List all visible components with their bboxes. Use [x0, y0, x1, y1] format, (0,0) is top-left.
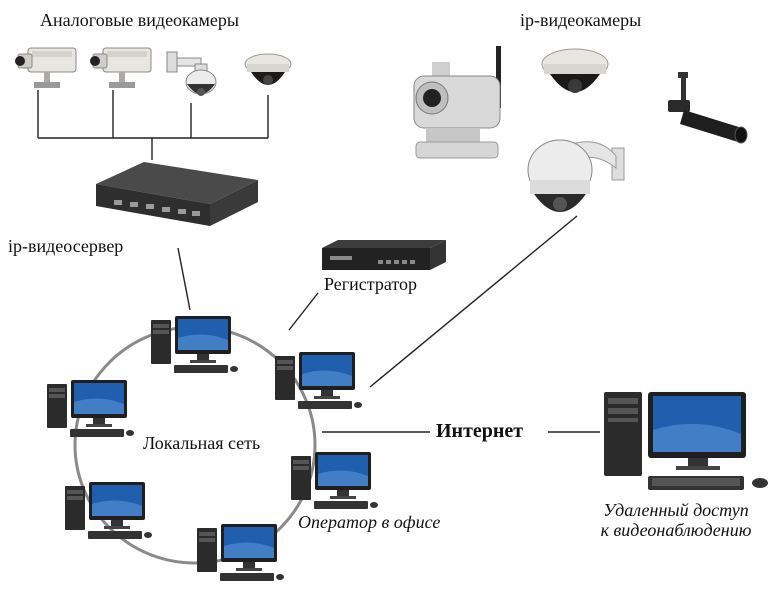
- remote-access-line-1: Удаленный доступ: [603, 500, 749, 520]
- remote-access-line-2: к видеонаблюдению: [600, 520, 752, 540]
- desktop-computer-icon: [65, 482, 152, 539]
- desktop-computer-icon: [275, 352, 362, 409]
- desktop-computer-icon: [151, 316, 238, 373]
- analog-camera-bus: [37, 90, 269, 160]
- local-network-label: Локальная сеть: [143, 433, 261, 453]
- bullet-camera-icon: [668, 72, 748, 144]
- recorder-to-network-link: [288, 292, 319, 331]
- ip-cameras-label: ip-видеокамеры: [520, 10, 642, 30]
- wifi-camera-icon: [413, 46, 501, 159]
- desktop-computer-icon: [291, 452, 378, 509]
- analog-cameras-label: Аналоговые видеокамеры: [40, 10, 239, 30]
- desktop-computer-icon: [604, 392, 768, 490]
- ip-video-server-label: ip-видеосервер: [8, 236, 124, 256]
- ptz-camera-icon: [166, 51, 217, 96]
- remote-access-label: Удаленный доступ к видеонаблюдению: [585, 500, 767, 540]
- office-operator-label: Оператор в офисе: [298, 512, 441, 532]
- server-to-network-link: [177, 247, 191, 311]
- dome-camera-icon: [541, 48, 609, 93]
- box-camera-icon: [90, 47, 152, 88]
- ipcam-to-network-link: [369, 215, 578, 388]
- ptz-camera-icon: [527, 139, 625, 212]
- desktop-computer-icon: [197, 524, 284, 581]
- desktop-computer-icon: [47, 380, 134, 437]
- dvr-icon: [322, 240, 446, 270]
- dome-camera-icon: [244, 53, 292, 85]
- recorder-label: Регистратор: [324, 274, 418, 294]
- video-server-icon: [96, 162, 258, 226]
- box-camera-icon: [15, 47, 77, 88]
- internet-label: Интернет: [436, 420, 524, 442]
